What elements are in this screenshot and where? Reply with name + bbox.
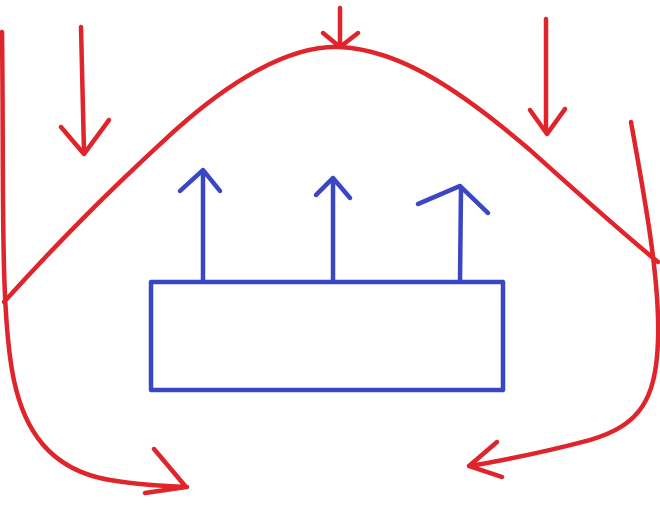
curved-arrow-left-head	[142, 446, 189, 496]
down-arrow-top-head	[320, 30, 361, 50]
up-arrow-3	[415, 183, 491, 284]
up-arrow-1-head	[177, 167, 223, 194]
curved-arrow-left-shaft	[0, 29, 190, 490]
curved-arrow-right	[466, 119, 660, 480]
blue-rectangle	[148, 279, 506, 393]
up-arrow-2-head	[313, 175, 353, 201]
up-arrow-2	[313, 175, 353, 284]
curved-arrow-right-shaft	[467, 119, 660, 469]
curved-arrow-left	[0, 29, 190, 496]
down-arrow-left-shaft	[78, 24, 87, 155]
down-arrow-top	[320, 5, 361, 50]
curved-arrow-right-head	[466, 439, 505, 480]
up-arrow-3-shaft	[457, 185, 464, 284]
down-arrow-left	[58, 24, 112, 157]
down-arrow-right-head	[527, 106, 568, 137]
down-arrow-left-head	[58, 117, 112, 157]
up-arrow-3-head	[415, 183, 491, 216]
down-arrow-right	[527, 16, 568, 137]
up-arrow-1	[177, 167, 223, 284]
